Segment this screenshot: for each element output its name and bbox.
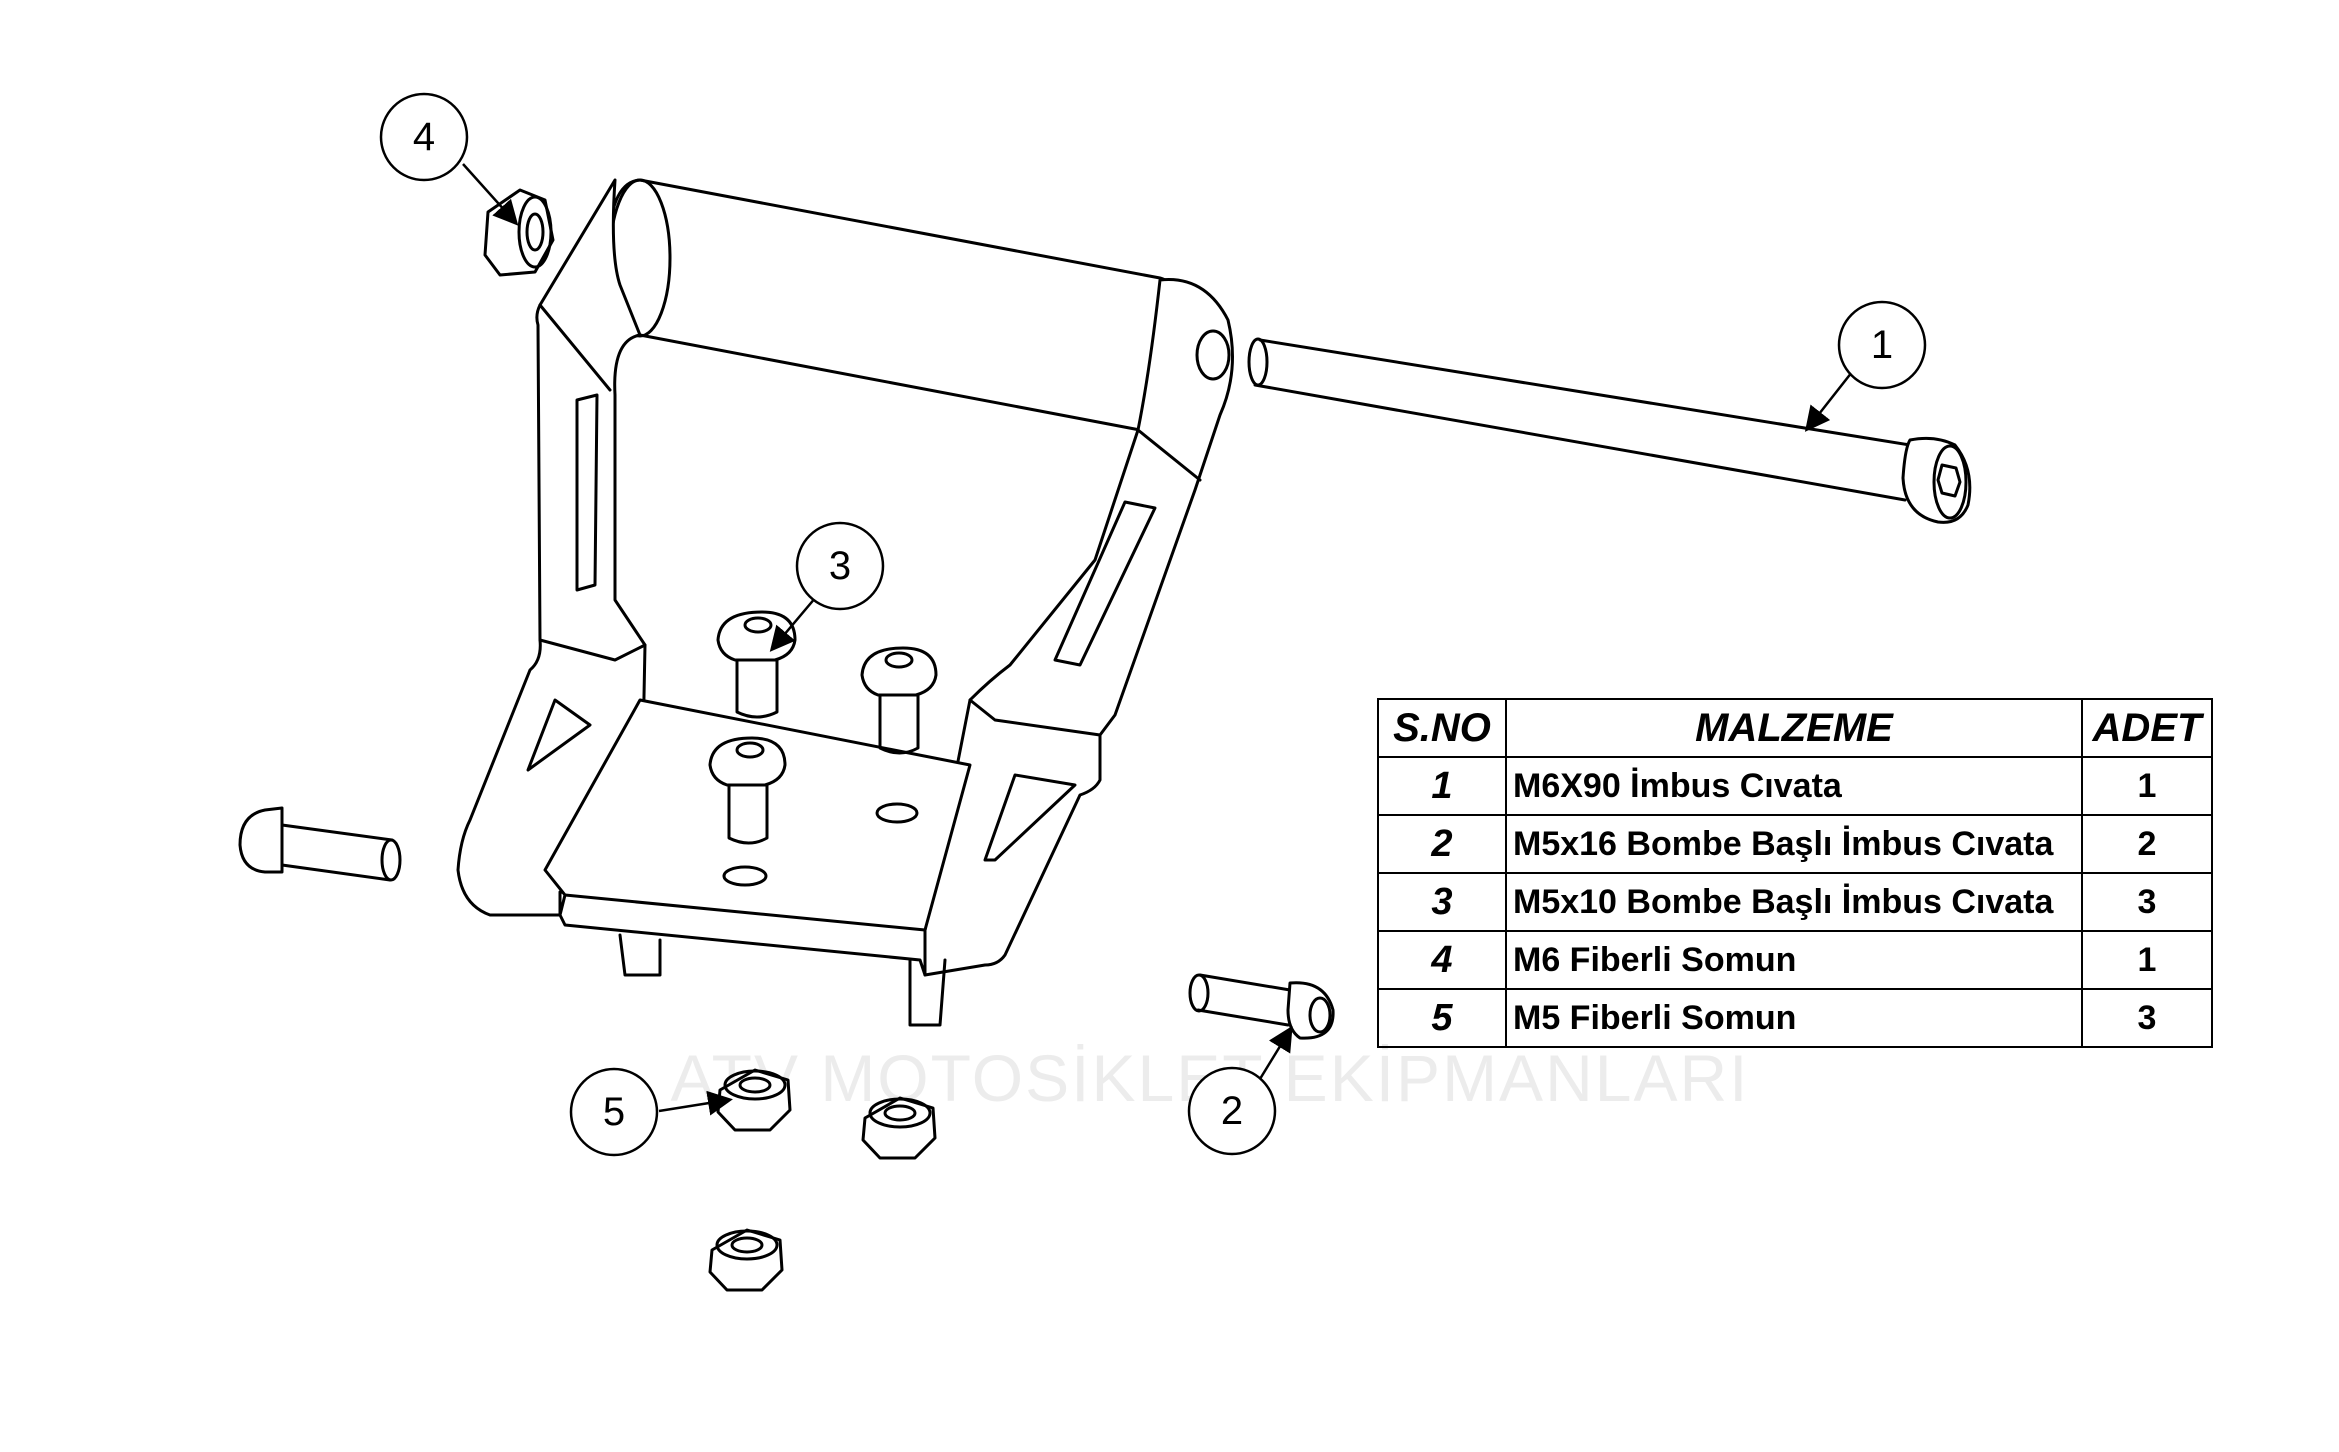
leader-line-4: [462, 163, 519, 226]
callout-bubble-1: [1837, 300, 1927, 390]
row-no: 2: [1377, 814, 1507, 874]
row-no: 4: [1377, 930, 1507, 990]
screw-m5x16-left: [238, 806, 402, 882]
callout-label-2: 2: [1221, 1089, 1243, 1133]
callout-bubble-3: [795, 521, 885, 611]
nut-m6: [483, 188, 555, 277]
row-material: M6 Fiberli Somun: [1505, 930, 2083, 990]
bolt-m6x90: [1247, 337, 1972, 524]
leader-line-1: [1804, 371, 1853, 432]
table-row: 4 M6 Fiberli Somun 1: [1377, 930, 2213, 990]
callout-label-1: 1: [1871, 323, 1893, 367]
callout-label-5: 5: [603, 1090, 625, 1134]
screw-m5x10-a: [716, 610, 797, 719]
row-qty: 1: [2081, 756, 2213, 816]
nut-m5-c: [708, 1228, 784, 1292]
header-qty: ADET: [2081, 698, 2213, 758]
nut-m5-a: [716, 1068, 792, 1132]
row-no: 1: [1377, 756, 1507, 816]
header-no: S.NO: [1377, 698, 1507, 758]
callout-label-4: 4: [413, 115, 435, 159]
row-material: M6X90 İmbus Cıvata: [1505, 756, 2083, 816]
nut-m5-b: [861, 1096, 937, 1160]
row-qty: 1: [2081, 930, 2213, 990]
row-qty: 3: [2081, 872, 2213, 932]
row-material: M5 Fiberli Somun: [1505, 988, 2083, 1048]
callout-bubble-2: [1187, 1066, 1277, 1156]
mounting-bracket: [456, 178, 1234, 1027]
leader-line-3: [769, 596, 817, 652]
row-no: 5: [1377, 988, 1507, 1048]
leader-line-5: [658, 1090, 733, 1116]
screw-m5x16-right: [1188, 973, 1335, 1040]
screw-m5x10-c: [708, 736, 787, 845]
callout-bubble-5: [569, 1067, 659, 1157]
row-qty: 3: [2081, 988, 2213, 1048]
table-row: 2 M5x16 Bombe Başlı İmbus Cıvata 2: [1377, 814, 2213, 874]
table-row: 1 M6X90 İmbus Cıvata 1: [1377, 756, 2213, 816]
row-material: M5x16 Bombe Başlı İmbus Cıvata: [1505, 814, 2083, 874]
screw-m5x10-b: [860, 646, 938, 755]
row-no: 3: [1377, 872, 1507, 932]
bill-of-materials-table: S.NO MALZEME ADET 1 M6X90 İmbus Cıvata 1…: [1377, 698, 2213, 1048]
table-header-row: S.NO MALZEME ADET: [1377, 698, 2213, 758]
header-material: MALZEME: [1505, 698, 2083, 758]
callout-bubble-4: [379, 92, 469, 182]
row-qty: 2: [2081, 814, 2213, 874]
row-material: M5x10 Bombe Başlı İmbus Cıvata: [1505, 872, 2083, 932]
callout-label-3: 3: [829, 544, 851, 588]
table-row: 5 M5 Fiberli Somun 3: [1377, 988, 2213, 1048]
table-row: 3 M5x10 Bombe Başlı İmbus Cıvata 3: [1377, 872, 2213, 932]
